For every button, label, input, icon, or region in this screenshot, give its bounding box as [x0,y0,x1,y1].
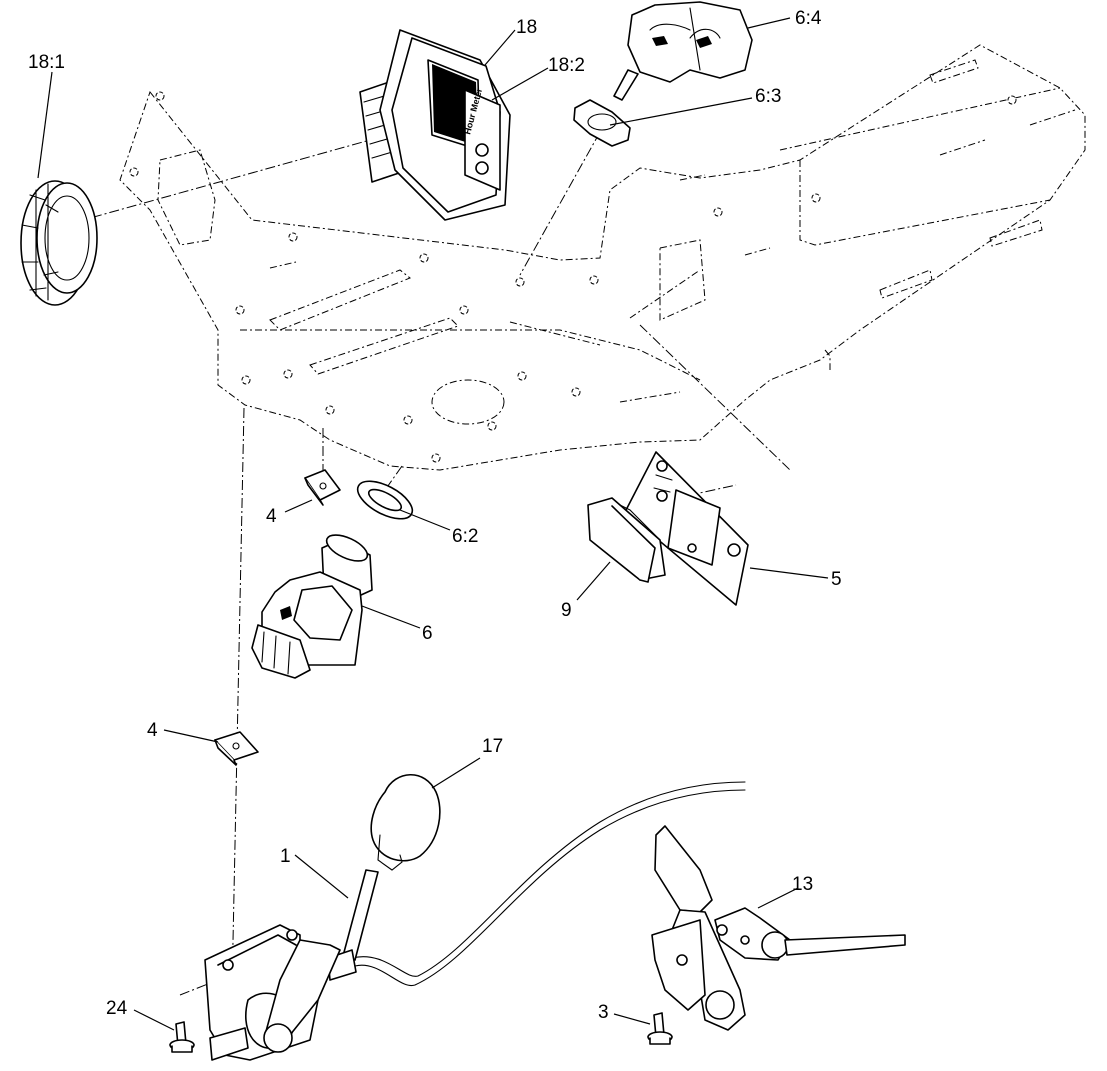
callout-18: 18 [516,17,537,38]
callout-labels: 18:1 18 18:2 6:4 6:3 4 6:2 6 9 5 4 17 1 … [28,8,842,1023]
ignition-key-6-4 [613,1,753,101]
hour-meter-18: Hour Meter [359,29,511,221]
bolt-3 [647,1012,673,1045]
callout-4-upper: 4 [266,506,277,527]
bezel-ring-18-1 [20,180,98,306]
switch-9 [587,497,666,583]
clip-4-lower [214,731,259,766]
callout-18-2: 18:2 [548,55,585,76]
callout-6: 6 [422,623,433,644]
callout-3: 3 [598,1002,609,1023]
callout-17: 17 [482,736,503,757]
pedal-assembly-13 [651,825,906,1031]
callout-18-1: 18:1 [28,52,65,73]
shift-knob-17 [370,774,441,871]
nut-6-3 [573,99,631,147]
alignment-lines [39,131,791,996]
callout-5: 5 [831,569,842,590]
control-panel-frame [119,44,1086,471]
callout-6-4: 6:4 [795,8,822,29]
lock-nut-6-2 [356,480,414,520]
clip-4-upper [304,469,341,506]
ignition-switch-6 [251,534,373,679]
callout-6-2: 6:2 [452,526,478,547]
callout-9: 9 [561,600,572,621]
bolt-24 [169,1021,195,1053]
callout-13: 13 [792,874,813,895]
callout-6-3: 6:3 [755,86,781,107]
throttle-control-1 [204,781,746,1061]
callout-4-lower: 4 [147,720,158,741]
label-plate-5 [624,451,749,606]
callout-1: 1 [280,846,291,867]
callout-24: 24 [106,998,128,1019]
leader-lines [37,17,829,1031]
